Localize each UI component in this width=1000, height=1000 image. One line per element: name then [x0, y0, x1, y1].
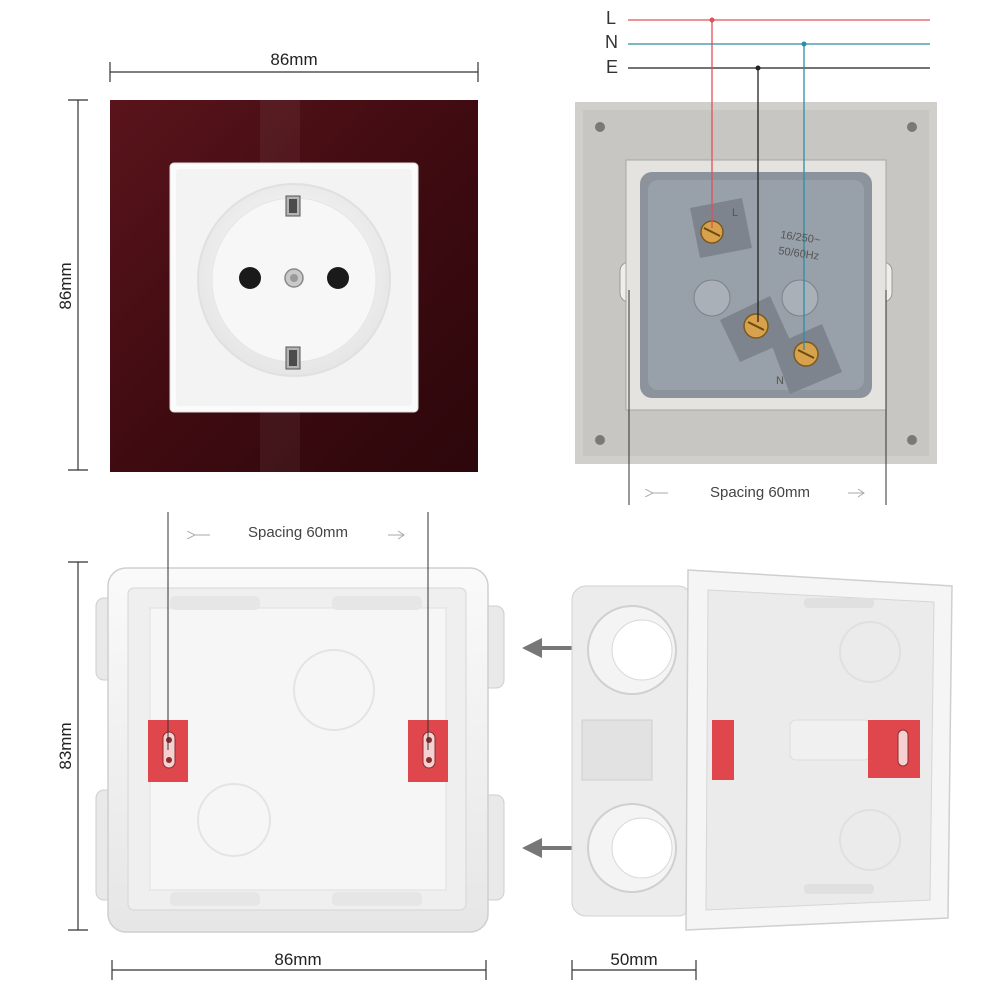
arrow-left-icon-2: [522, 838, 542, 858]
terminal-neutral-label: N: [776, 375, 784, 387]
front-width-label: 86mm: [270, 50, 318, 69]
box-depth-label: 50mm: [610, 950, 658, 969]
mounting-box-side: [571, 569, 953, 980]
side-clip-left: [712, 720, 734, 780]
front-height-label: 86mm: [56, 262, 75, 310]
rating-line-2: 50/60Hz: [778, 245, 820, 263]
pin-hole-left: [239, 267, 261, 289]
wire-label-earth: E: [606, 57, 619, 77]
rating-line-1: 16/250~: [780, 229, 821, 246]
back-view: [575, 17, 937, 505]
terminal-live-label: L: [732, 207, 738, 219]
back-spacing-label: Spacing 60mm: [709, 484, 811, 501]
box-width-label: 86mm: [274, 950, 322, 969]
side-clip-right: [868, 720, 920, 778]
box-spacing-label: Spacing 60mm: [247, 524, 349, 541]
front-panel: [68, 62, 479, 472]
terminal-live: [690, 198, 752, 258]
wire-label-live: L: [606, 8, 617, 28]
arrow-left-icon: [522, 638, 542, 658]
pin-hole-right: [327, 267, 349, 289]
box-height-label: 83mm: [56, 722, 75, 770]
wire-label-neutral: N: [605, 32, 618, 52]
mounting-box-front: [68, 512, 505, 980]
terminal-neutral: [772, 324, 842, 394]
terminal-earth: [720, 296, 790, 362]
